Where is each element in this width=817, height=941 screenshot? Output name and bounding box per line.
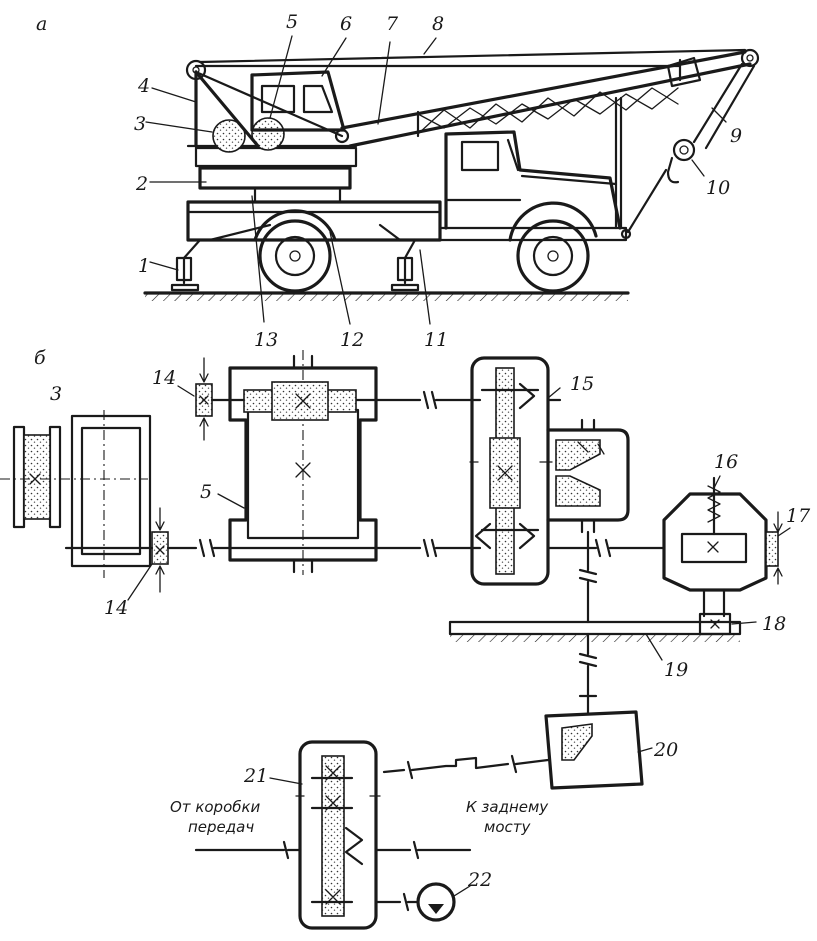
- caption-to-rear-axle-line2: мосту: [484, 818, 531, 836]
- label-9: 9: [730, 125, 742, 147]
- panel-letter-b: б: [34, 347, 46, 369]
- label-22: 22: [467, 869, 492, 891]
- leader-lines-panel-a: [145, 35, 727, 325]
- caption-from-gearbox-line2: передач: [188, 818, 254, 836]
- truck-crane-side-view: [143, 48, 760, 301]
- label-19: 19: [664, 659, 688, 681]
- label-20: 20: [653, 739, 678, 761]
- label-15: 15: [570, 373, 594, 395]
- label-5: 5: [286, 11, 298, 33]
- label-17: 17: [786, 505, 811, 527]
- panel-letter-a: а: [36, 13, 47, 35]
- label-3: 3: [134, 113, 146, 135]
- label-18: 18: [762, 613, 786, 635]
- label-6: 6: [340, 13, 352, 35]
- label-14-lower: 14: [104, 597, 128, 619]
- label-14-upper: 14: [152, 367, 176, 389]
- label-3-scheme: 3: [50, 383, 62, 405]
- label-13: 13: [254, 329, 278, 351]
- label-21: 21: [243, 765, 268, 787]
- label-16: 16: [714, 451, 738, 473]
- label-7: 7: [386, 13, 399, 35]
- label-4: 4: [137, 75, 150, 97]
- caption-from-gearbox-line1: От коробки: [170, 798, 261, 816]
- label-10: 10: [706, 177, 730, 199]
- label-5-scheme: 5: [200, 481, 212, 503]
- label-12: 12: [340, 329, 364, 351]
- label-11: 11: [424, 329, 448, 351]
- kinematic-scheme: [0, 350, 791, 930]
- label-8: 8: [432, 13, 444, 35]
- caption-to-rear-axle-line1: К заднему: [466, 798, 549, 816]
- label-1: 1: [138, 255, 150, 277]
- label-2: 2: [135, 173, 148, 195]
